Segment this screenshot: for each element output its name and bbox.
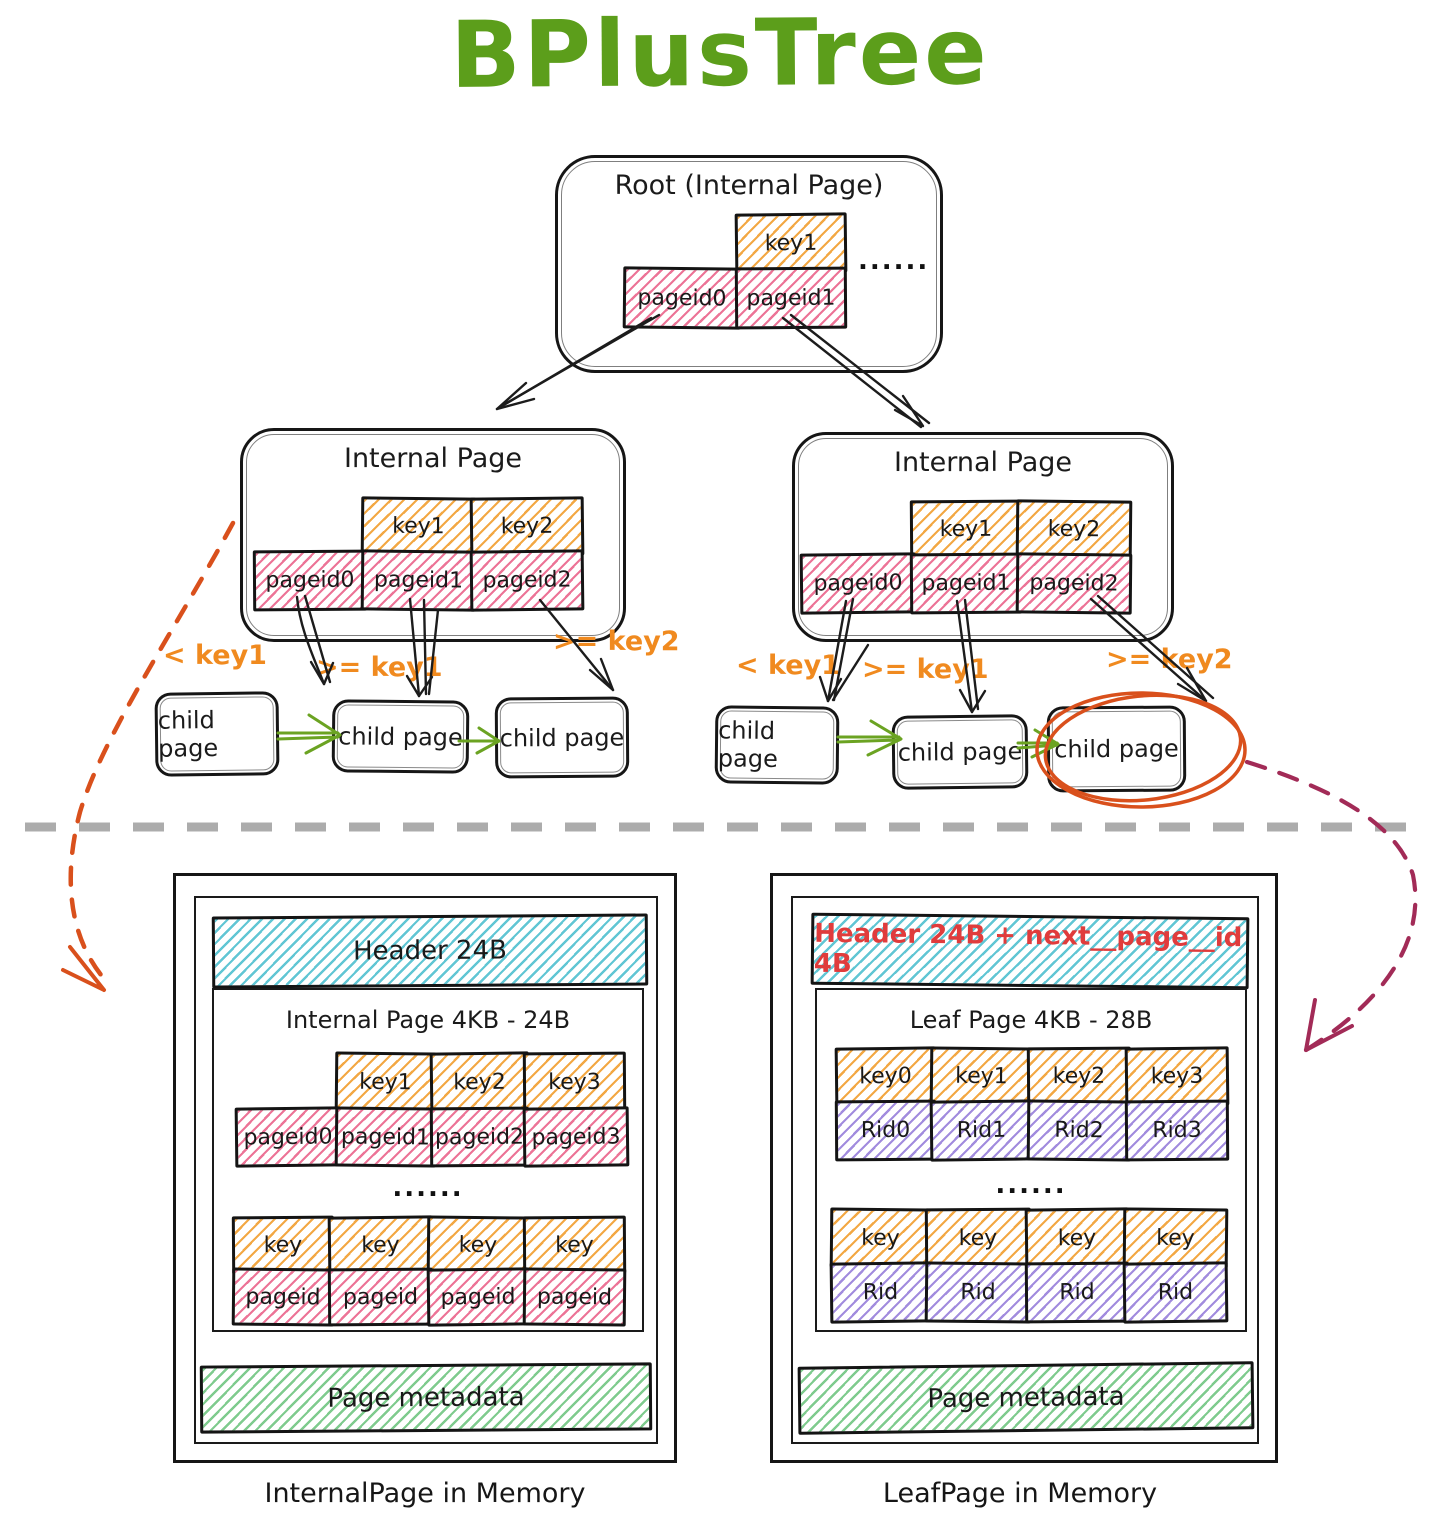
child-page-4: child page — [714, 705, 840, 785]
mem-leaf-gkey2-cell: key — [924, 1207, 1032, 1269]
mem-internal-pageid3-cell: pageid3 — [522, 1106, 630, 1168]
mem-leaf-gkey1-cell: key — [829, 1207, 932, 1269]
internal-left-key1-cell: key1 — [360, 496, 477, 557]
leaf-header-cell: Header 24B + next__page__id 4B — [810, 912, 1250, 990]
leaf-page-memory-box: Header 24B + next__page__id 4B Leaf Page… — [770, 873, 1278, 1463]
internal-right-pageid2-cell: pageid2 — [1015, 552, 1133, 615]
root-pageid1-cell: pageid1 — [734, 266, 848, 330]
mem-leaf-rid0-cell: Rid0 — [834, 1099, 937, 1162]
child-page-2: child page — [331, 699, 470, 774]
mem-leaf-key3-cell: key3 — [1124, 1046, 1230, 1107]
internal-page-right-box: Internal Page key1 key2 pageid0 pageid1 … — [792, 432, 1174, 642]
mem-internal-gkey4-cell: key — [522, 1215, 627, 1275]
mem-internal-gpageid2-cell: pageid — [327, 1267, 434, 1327]
mem-leaf-grid1-cell: Rid — [829, 1261, 932, 1324]
internal-content-title: Internal Page 4KB - 24B — [285, 1006, 571, 1034]
internal-page-memory-inner-border — [194, 896, 658, 1444]
mem-internal-gkey3-cell: key — [426, 1215, 530, 1275]
mem-internal-gpageid4-cell: pageid — [522, 1267, 627, 1327]
edge-label-left-ge-key1: >= key1 — [316, 652, 443, 683]
leaf-content-ellipsis: ...... — [995, 1170, 1067, 1200]
mem-leaf-rid2-cell: Rid2 — [1026, 1099, 1132, 1162]
internal-right-key1-cell: key1 — [909, 499, 1023, 560]
internal-right-key2-cell: key2 — [1015, 499, 1133, 560]
internal-left-pageid0-cell: pageid0 — [252, 549, 368, 612]
edge-label-right-ge-key2: >= key2 — [1106, 644, 1233, 675]
mem-leaf-rid1-cell: Rid1 — [929, 1099, 1034, 1162]
mem-internal-pageid0-cell: pageid0 — [234, 1106, 342, 1168]
mem-leaf-gkey3-cell: key — [1024, 1207, 1130, 1269]
mem-internal-gkey2-cell: key — [327, 1215, 434, 1275]
root-page-title: Root (Internal Page) — [614, 170, 884, 201]
internal-page-content-box: Internal Page 4KB - 24B key1 key2 key3 p… — [212, 988, 644, 1332]
mem-internal-pageid2-cell: pageid2 — [429, 1106, 530, 1168]
internal-page-left-title: Internal Page — [343, 443, 522, 474]
internal-page-caption: InternalPage in Memory — [264, 1478, 586, 1509]
internal-left-pageid1-cell: pageid1 — [360, 549, 477, 612]
mem-leaf-grid4-cell: Rid — [1122, 1261, 1229, 1324]
mem-internal-pageid1-cell: pageid1 — [334, 1106, 437, 1168]
root-pageid0-cell: pageid0 — [622, 266, 742, 330]
internal-header-cell: Header 24B — [211, 913, 649, 989]
mem-leaf-grid3-cell: Rid — [1024, 1261, 1130, 1324]
mem-leaf-gkey4-cell: key — [1122, 1207, 1229, 1269]
page-title: BPlusTree — [450, 0, 990, 109]
edge-label-right-ge-key1: >= key1 — [862, 654, 989, 685]
child-page-1: child page — [154, 691, 280, 777]
root-ellipsis: ...... — [858, 246, 930, 276]
internal-left-key2-cell: key2 — [469, 496, 585, 557]
internal-page-memory-box: Header 24B Internal Page 4KB - 24B key1 … — [173, 873, 677, 1463]
leaf-page-caption: LeafPage in Memory — [882, 1478, 1158, 1509]
mem-internal-gpageid1-cell: pageid — [231, 1267, 335, 1327]
mem-internal-key1-cell: key1 — [334, 1051, 437, 1114]
child-page-5: child page — [891, 714, 1029, 790]
child-page-6: child page — [1046, 705, 1187, 793]
mem-leaf-key1-cell: key1 — [929, 1046, 1034, 1107]
mem-internal-gkey1-cell: key — [231, 1215, 335, 1275]
internal-page-right-title: Internal Page — [893, 447, 1072, 478]
internal-metadata-cell: Page metadata — [199, 1362, 653, 1434]
root-page-box: Root (Internal Page) key1 pageid0 pageid… — [555, 155, 943, 373]
mem-internal-key3-cell: key3 — [522, 1051, 627, 1114]
mem-internal-key2-cell: key2 — [429, 1051, 530, 1114]
leaf-content-title: Leaf Page 4KB - 28B — [909, 1006, 1153, 1034]
child-page-3: child page — [494, 696, 630, 779]
leaf-metadata-cell: Page metadata — [797, 1361, 1255, 1435]
mem-leaf-key0-cell: key0 — [834, 1046, 937, 1107]
internal-page-left-box: Internal Page key1 key2 pageid0 pageid1 … — [240, 428, 626, 642]
leaf-page-memory-inner-border — [791, 896, 1259, 1444]
mem-leaf-rid3-cell: Rid3 — [1124, 1099, 1230, 1162]
internal-content-ellipsis: ...... — [392, 1173, 464, 1203]
edge-label-left-lt-key1: < key1 — [163, 640, 267, 671]
mem-leaf-key2-cell: key2 — [1026, 1046, 1132, 1107]
mem-leaf-grid2-cell: Rid — [924, 1261, 1032, 1324]
edge-label-right-lt-key1: < key1 — [736, 650, 840, 681]
edge-label-left-ge-key2: >= key2 — [553, 626, 680, 657]
leaf-page-content-box: Leaf Page 4KB - 28B key0 key1 key2 key3 … — [815, 988, 1247, 1332]
mem-internal-gpageid3-cell: pageid — [426, 1267, 530, 1327]
internal-left-pageid2-cell: pageid2 — [469, 549, 585, 612]
internal-right-pageid1-cell: pageid1 — [909, 552, 1023, 615]
internal-right-pageid0-cell: pageid0 — [799, 552, 917, 615]
root-key1-cell: key1 — [734, 212, 848, 274]
